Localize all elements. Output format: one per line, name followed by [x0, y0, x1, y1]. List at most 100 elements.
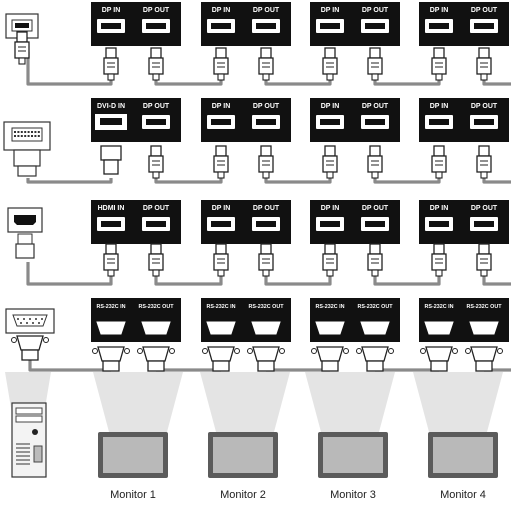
strain-relief [371, 269, 379, 277]
port-pin [37, 135, 40, 137]
port-label: DP OUT [253, 205, 280, 212]
connector-body [252, 346, 280, 362]
cable-plug [92, 346, 130, 372]
connector-body [322, 155, 338, 173]
monitor-label: Monitor 4 [440, 489, 486, 501]
strain-relief [262, 171, 270, 179]
daisy-chain-cable [154, 80, 223, 86]
monitor-label: Monitor 1 [110, 489, 156, 501]
strain-relief [152, 171, 160, 179]
port-socket-slot [429, 23, 449, 29]
connector-body [316, 346, 344, 362]
connector-body [148, 253, 164, 271]
port-pin [17, 318, 19, 320]
port-pin [34, 131, 37, 133]
cable-plug [258, 243, 274, 277]
projection-beam [305, 372, 395, 432]
dvi-port-icon [3, 121, 51, 177]
connector-hood [430, 360, 448, 372]
port-socket-slot [211, 221, 231, 227]
screw-right [497, 348, 503, 354]
source-cable [28, 358, 113, 372]
connector-body [213, 155, 229, 173]
projection-beam [200, 372, 290, 432]
screw-left [137, 348, 143, 354]
cable-plug [322, 47, 338, 81]
connector-body [103, 57, 119, 75]
cable-plug [103, 243, 119, 277]
cable-plug [476, 243, 492, 277]
port-label: RS-232C IN [206, 304, 235, 310]
connector-body [213, 57, 229, 75]
daisy-chain-cable [154, 368, 223, 372]
port-socket-slot [256, 221, 276, 227]
port-label: DP OUT [362, 205, 389, 212]
cable-plug [431, 47, 447, 81]
port-label: DP OUT [362, 103, 389, 110]
screw-left [356, 348, 362, 354]
port-socket-slot [101, 23, 121, 29]
port-label: DP IN [430, 205, 449, 212]
screw-right [452, 348, 458, 354]
connector-tip [17, 233, 33, 245]
cable-plug [476, 47, 492, 81]
connector-body [470, 346, 498, 362]
cable-plug [213, 243, 229, 277]
connector-tip [369, 243, 381, 255]
port-label: DP IN [321, 205, 340, 212]
strain-relief [480, 171, 488, 179]
screw-right [388, 348, 394, 354]
cable-plug [431, 145, 447, 179]
connector-tip [433, 243, 445, 255]
port-socket-slot [429, 119, 449, 125]
connector-hood [103, 159, 119, 175]
panel-body [419, 298, 509, 342]
connector-body [148, 57, 164, 75]
strain-relief [217, 73, 225, 81]
projection-beam [413, 372, 503, 432]
port-pin [41, 318, 43, 320]
port-pin [24, 135, 27, 137]
daisy-chain-cable [482, 178, 511, 184]
daisy-chain-cable [264, 80, 332, 86]
daisy-chain-cable [373, 276, 441, 286]
connector-tip [150, 243, 162, 255]
connector-tip [324, 243, 336, 255]
strain-relief [326, 73, 334, 81]
port-label: DP OUT [143, 205, 170, 212]
port-pin [14, 135, 16, 137]
port-label: DP OUT [471, 103, 498, 110]
port-socket-slot [365, 23, 385, 29]
port-socket-slot [101, 221, 121, 227]
connector-tip [369, 47, 381, 59]
port-label: DP OUT [362, 7, 389, 14]
port-panel: RS-232C IN RS-232C OUT [201, 298, 291, 342]
port-label: DP IN [212, 7, 231, 14]
connector-tip [433, 145, 445, 157]
port-label: RS-232C IN [424, 304, 453, 310]
connector-tip [478, 145, 490, 157]
strain-relief [480, 269, 488, 277]
monitor: Monitor 1 [98, 432, 168, 501]
port-panel: DP IN DP OUT [310, 200, 400, 244]
drive-bay [15, 415, 43, 423]
port-pin [24, 131, 27, 133]
daisy-chain-cable [482, 276, 511, 286]
strain-relief [107, 269, 115, 277]
daisy-chain-cable [154, 276, 223, 286]
screw-left [420, 348, 426, 354]
screw-left [202, 348, 208, 354]
connector-body [476, 155, 492, 173]
connector-tip [215, 145, 227, 157]
port-label: RS-232C OUT [248, 304, 284, 310]
connector-hood [102, 360, 120, 372]
connector-body [103, 253, 119, 271]
